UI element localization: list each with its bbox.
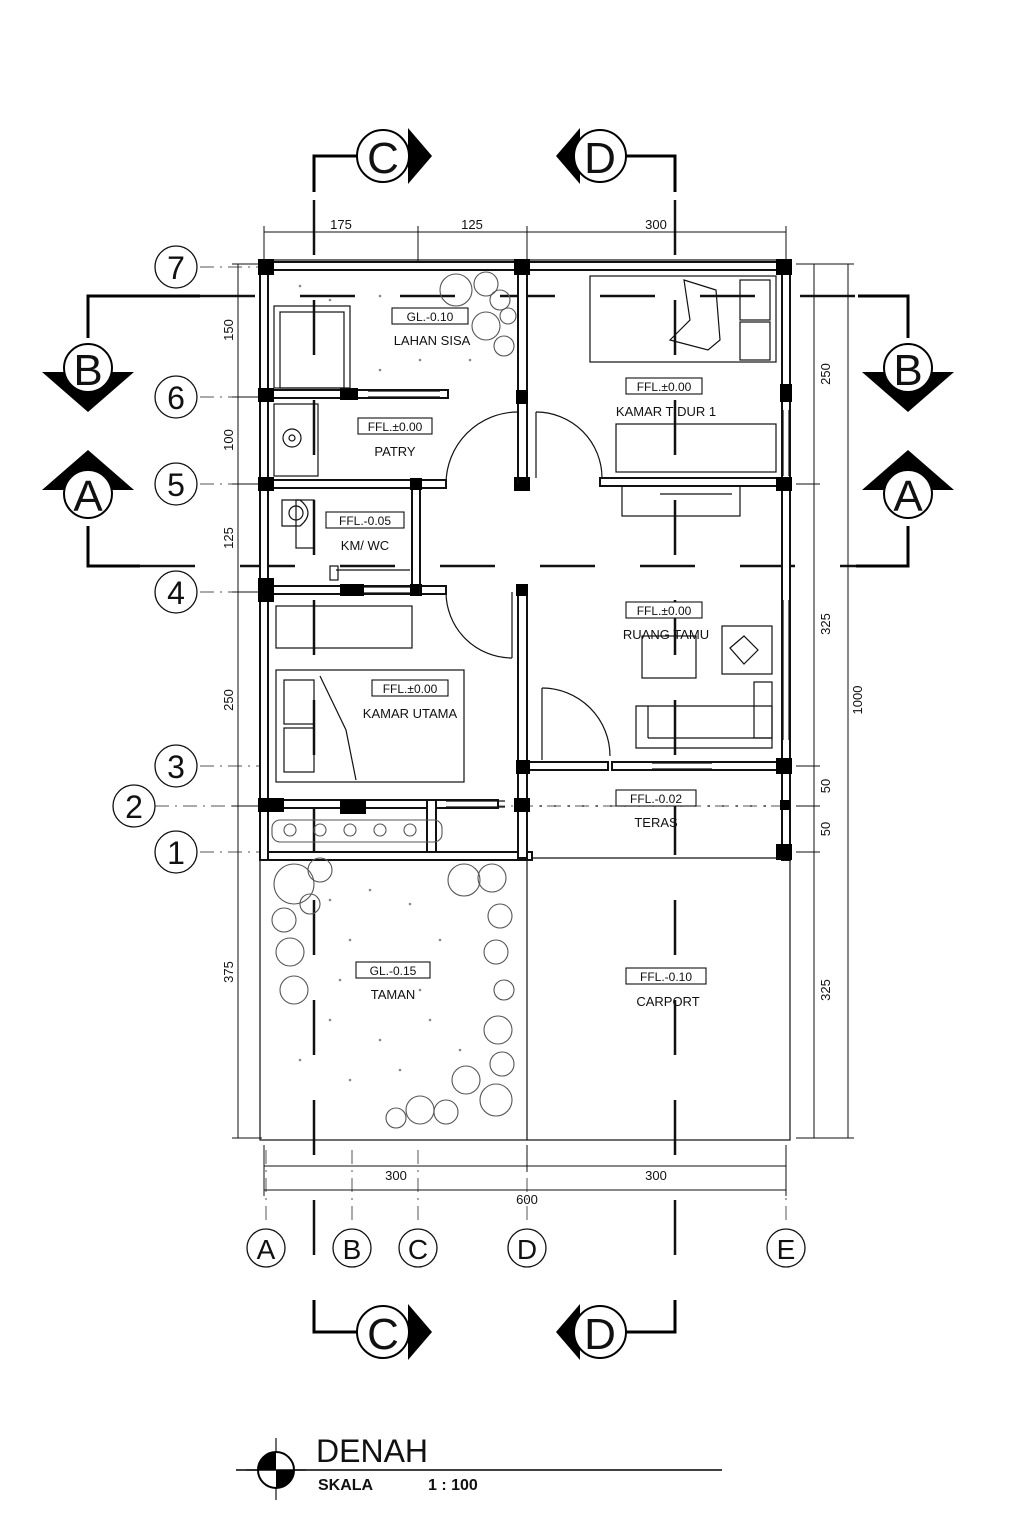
svg-text:TERAS: TERAS	[634, 815, 678, 830]
svg-text:FFL.-0.02: FFL.-0.02	[630, 792, 682, 806]
svg-text:D: D	[584, 134, 616, 183]
svg-text:TAMAN: TAMAN	[371, 987, 416, 1002]
svg-text:150: 150	[221, 319, 236, 341]
svg-text:125: 125	[221, 527, 236, 549]
section-marker-a-right: A	[856, 450, 954, 568]
section-marker-d-top: D	[556, 128, 677, 192]
north-arrow-icon	[246, 1438, 306, 1500]
svg-text:4: 4	[167, 575, 185, 611]
svg-text:A: A	[257, 1234, 276, 1265]
room-label-carport: FFL.-0.10 CARPORT	[625, 967, 707, 1009]
section-marker-d-bottom: D	[556, 1300, 677, 1360]
svg-text:C: C	[408, 1234, 428, 1265]
svg-text:E: E	[777, 1234, 796, 1265]
svg-text:GL.-0.15: GL.-0.15	[370, 964, 417, 978]
dimensions-right: 250 325 50 50 325 1000	[796, 263, 865, 1139]
svg-text:50: 50	[818, 779, 833, 793]
svg-text:600: 600	[516, 1192, 538, 1207]
svg-text:C: C	[367, 134, 399, 183]
svg-text:7: 7	[167, 250, 185, 286]
svg-text:3: 3	[167, 749, 185, 785]
svg-text:PATRY: PATRY	[374, 444, 416, 459]
svg-text:300: 300	[645, 217, 667, 232]
section-marker-c-top: C	[312, 128, 432, 192]
title-block: DENAH SKALA 1 : 100	[236, 1433, 722, 1500]
svg-text:1: 1	[167, 835, 185, 871]
svg-text:A: A	[73, 472, 103, 521]
svg-text:RUANG TAMU: RUANG TAMU	[623, 627, 709, 642]
room-label-taman: GL.-0.15 TAMAN	[355, 961, 431, 1002]
room-label-lahan-sisa: GL.-0.10 LAHAN SISA	[391, 307, 471, 348]
dimensions-left: 150 100 125 250 375	[221, 263, 262, 1139]
svg-text:LAHAN SISA: LAHAN SISA	[394, 333, 471, 348]
svg-text:100: 100	[221, 429, 236, 451]
room-label-km-wc: FFL.-0.05 KM/ WC	[325, 511, 405, 553]
drawing-title: DENAH	[316, 1433, 428, 1469]
room-label-patry: FFL.±0.00 PATRY	[357, 417, 433, 459]
room-label-kamar-utama: FFL.±0.00 KAMAR UTAMA	[363, 679, 458, 721]
scale-value: 1 : 100	[428, 1477, 478, 1494]
svg-text:300: 300	[645, 1168, 667, 1183]
svg-text:FFL.±0.00: FFL.±0.00	[383, 682, 438, 696]
svg-text:325: 325	[818, 613, 833, 635]
svg-text:B: B	[893, 346, 922, 395]
dimensions-bottom: 300 300 600	[263, 1145, 787, 1207]
svg-text:FFL.±0.00: FFL.±0.00	[368, 420, 423, 434]
svg-text:GL.-0.10: GL.-0.10	[407, 310, 454, 324]
svg-text:250: 250	[221, 689, 236, 711]
svg-text:1000: 1000	[850, 686, 865, 715]
section-marker-b-right: B	[858, 294, 954, 412]
svg-text:250: 250	[818, 363, 833, 385]
section-marker-a-left: A	[42, 450, 140, 568]
room-label-kamar-tidur: FFL.±0.00 KAMAR TIDUR 1	[616, 377, 716, 419]
furniture	[273, 275, 777, 783]
svg-text:C: C	[367, 1310, 399, 1359]
room-label-teras: FFL.-0.02 TERAS	[615, 789, 697, 830]
svg-text:CARPORT: CARPORT	[636, 994, 699, 1009]
svg-text:2: 2	[125, 789, 143, 825]
svg-text:B: B	[73, 346, 102, 395]
svg-text:175: 175	[330, 217, 352, 232]
svg-text:D: D	[584, 1310, 616, 1359]
scale-label: SKALA	[318, 1477, 374, 1494]
svg-text:D: D	[517, 1234, 537, 1265]
svg-text:6: 6	[167, 380, 185, 416]
svg-text:50: 50	[818, 822, 833, 836]
room-label-ruang-tamu: FFL.±0.00 RUANG TAMU	[623, 601, 709, 642]
svg-text:125: 125	[461, 217, 483, 232]
columns	[258, 259, 792, 860]
svg-text:325: 325	[818, 979, 833, 1001]
svg-text:KAMAR TIDUR 1: KAMAR TIDUR 1	[616, 404, 716, 419]
svg-text:5: 5	[167, 467, 185, 503]
section-marker-c-bottom: C	[312, 1300, 432, 1360]
svg-text:FFL.-0.05: FFL.-0.05	[339, 514, 391, 528]
grid-cols: A B C D E	[246, 1150, 806, 1268]
svg-text:B: B	[343, 1234, 362, 1265]
svg-text:FFL.±0.00: FFL.±0.00	[637, 604, 692, 618]
svg-text:FFL.-0.10: FFL.-0.10	[640, 970, 692, 984]
svg-text:FFL.±0.00: FFL.±0.00	[637, 380, 692, 394]
doors	[329, 411, 611, 760]
svg-text:375: 375	[221, 961, 236, 983]
windows	[364, 390, 790, 808]
garden-vegetation	[271, 271, 786, 1129]
svg-text:KM/ WC: KM/ WC	[341, 538, 389, 553]
section-marker-b-left: B	[42, 294, 200, 412]
svg-text:KAMAR UTAMA: KAMAR UTAMA	[363, 706, 458, 721]
svg-text:300: 300	[385, 1168, 407, 1183]
svg-text:A: A	[893, 472, 923, 521]
dimensions-top: 175 125 300	[263, 217, 787, 262]
